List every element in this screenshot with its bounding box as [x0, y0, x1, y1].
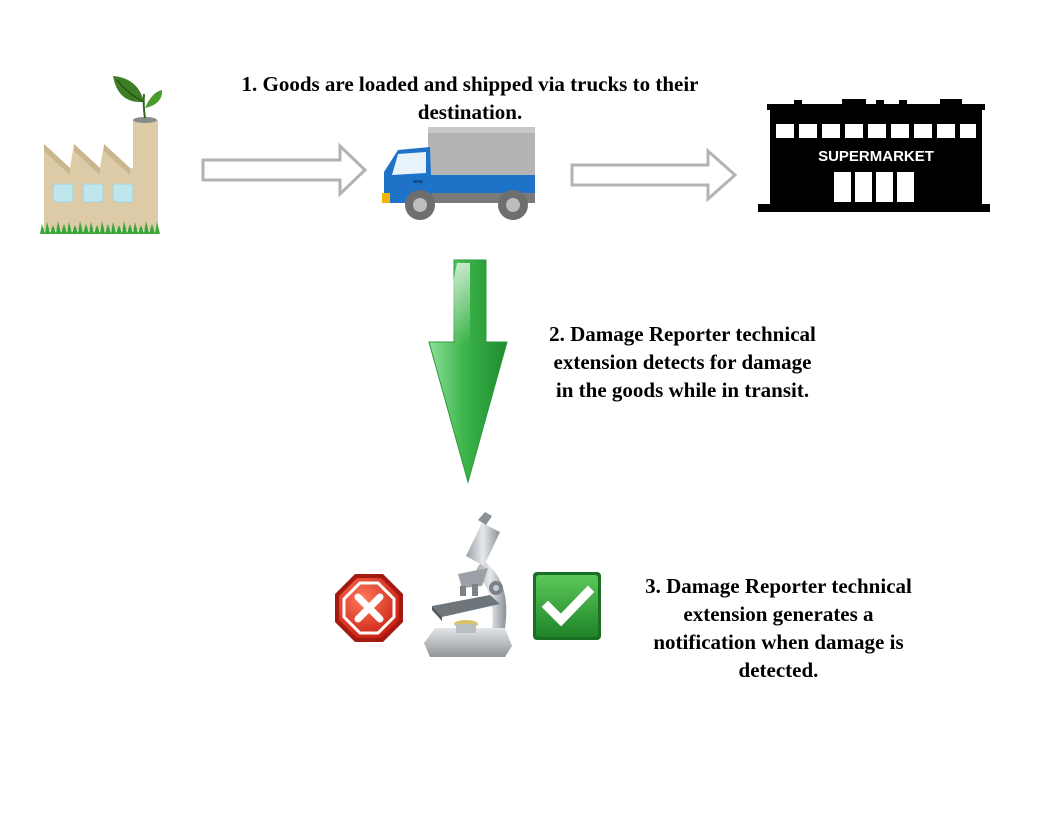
step-3-line: detected. [738, 658, 819, 682]
factory-icon [40, 76, 163, 234]
step-2-line: in the goods while in transit. [555, 378, 810, 402]
flow-arrow-to-truck [201, 142, 368, 198]
down-arrow-icon [428, 259, 508, 484]
step-1-line: destination. [417, 100, 523, 124]
microscope-icon [424, 512, 512, 657]
step-1-line: 1. Goods are loaded and shipped via truc… [241, 72, 699, 96]
step-1-description: 1. Goods are loaded and shipped via truc… [200, 70, 740, 126]
store-sign: SUPERMARKET [818, 148, 934, 165]
flow-arrow-to-store [570, 147, 738, 203]
step-2-line: extension detects for damage [553, 350, 812, 374]
step-2-line: 2. Damage Reporter technical [549, 322, 816, 346]
step-3-description: 3. Damage Reporter technical extension g… [616, 572, 941, 684]
red-x-icon [335, 574, 403, 642]
supermarket-icon: SUPERMARKET [758, 99, 990, 212]
green-check-icon [533, 572, 601, 640]
step-2-description: 2. Damage Reporter technical extension d… [520, 320, 845, 404]
step-3-line: notification when damage is [653, 630, 904, 654]
step-3-line: extension generates a [683, 602, 874, 626]
step-3-line: 3. Damage Reporter technical [645, 574, 912, 598]
truck-icon [382, 127, 535, 220]
